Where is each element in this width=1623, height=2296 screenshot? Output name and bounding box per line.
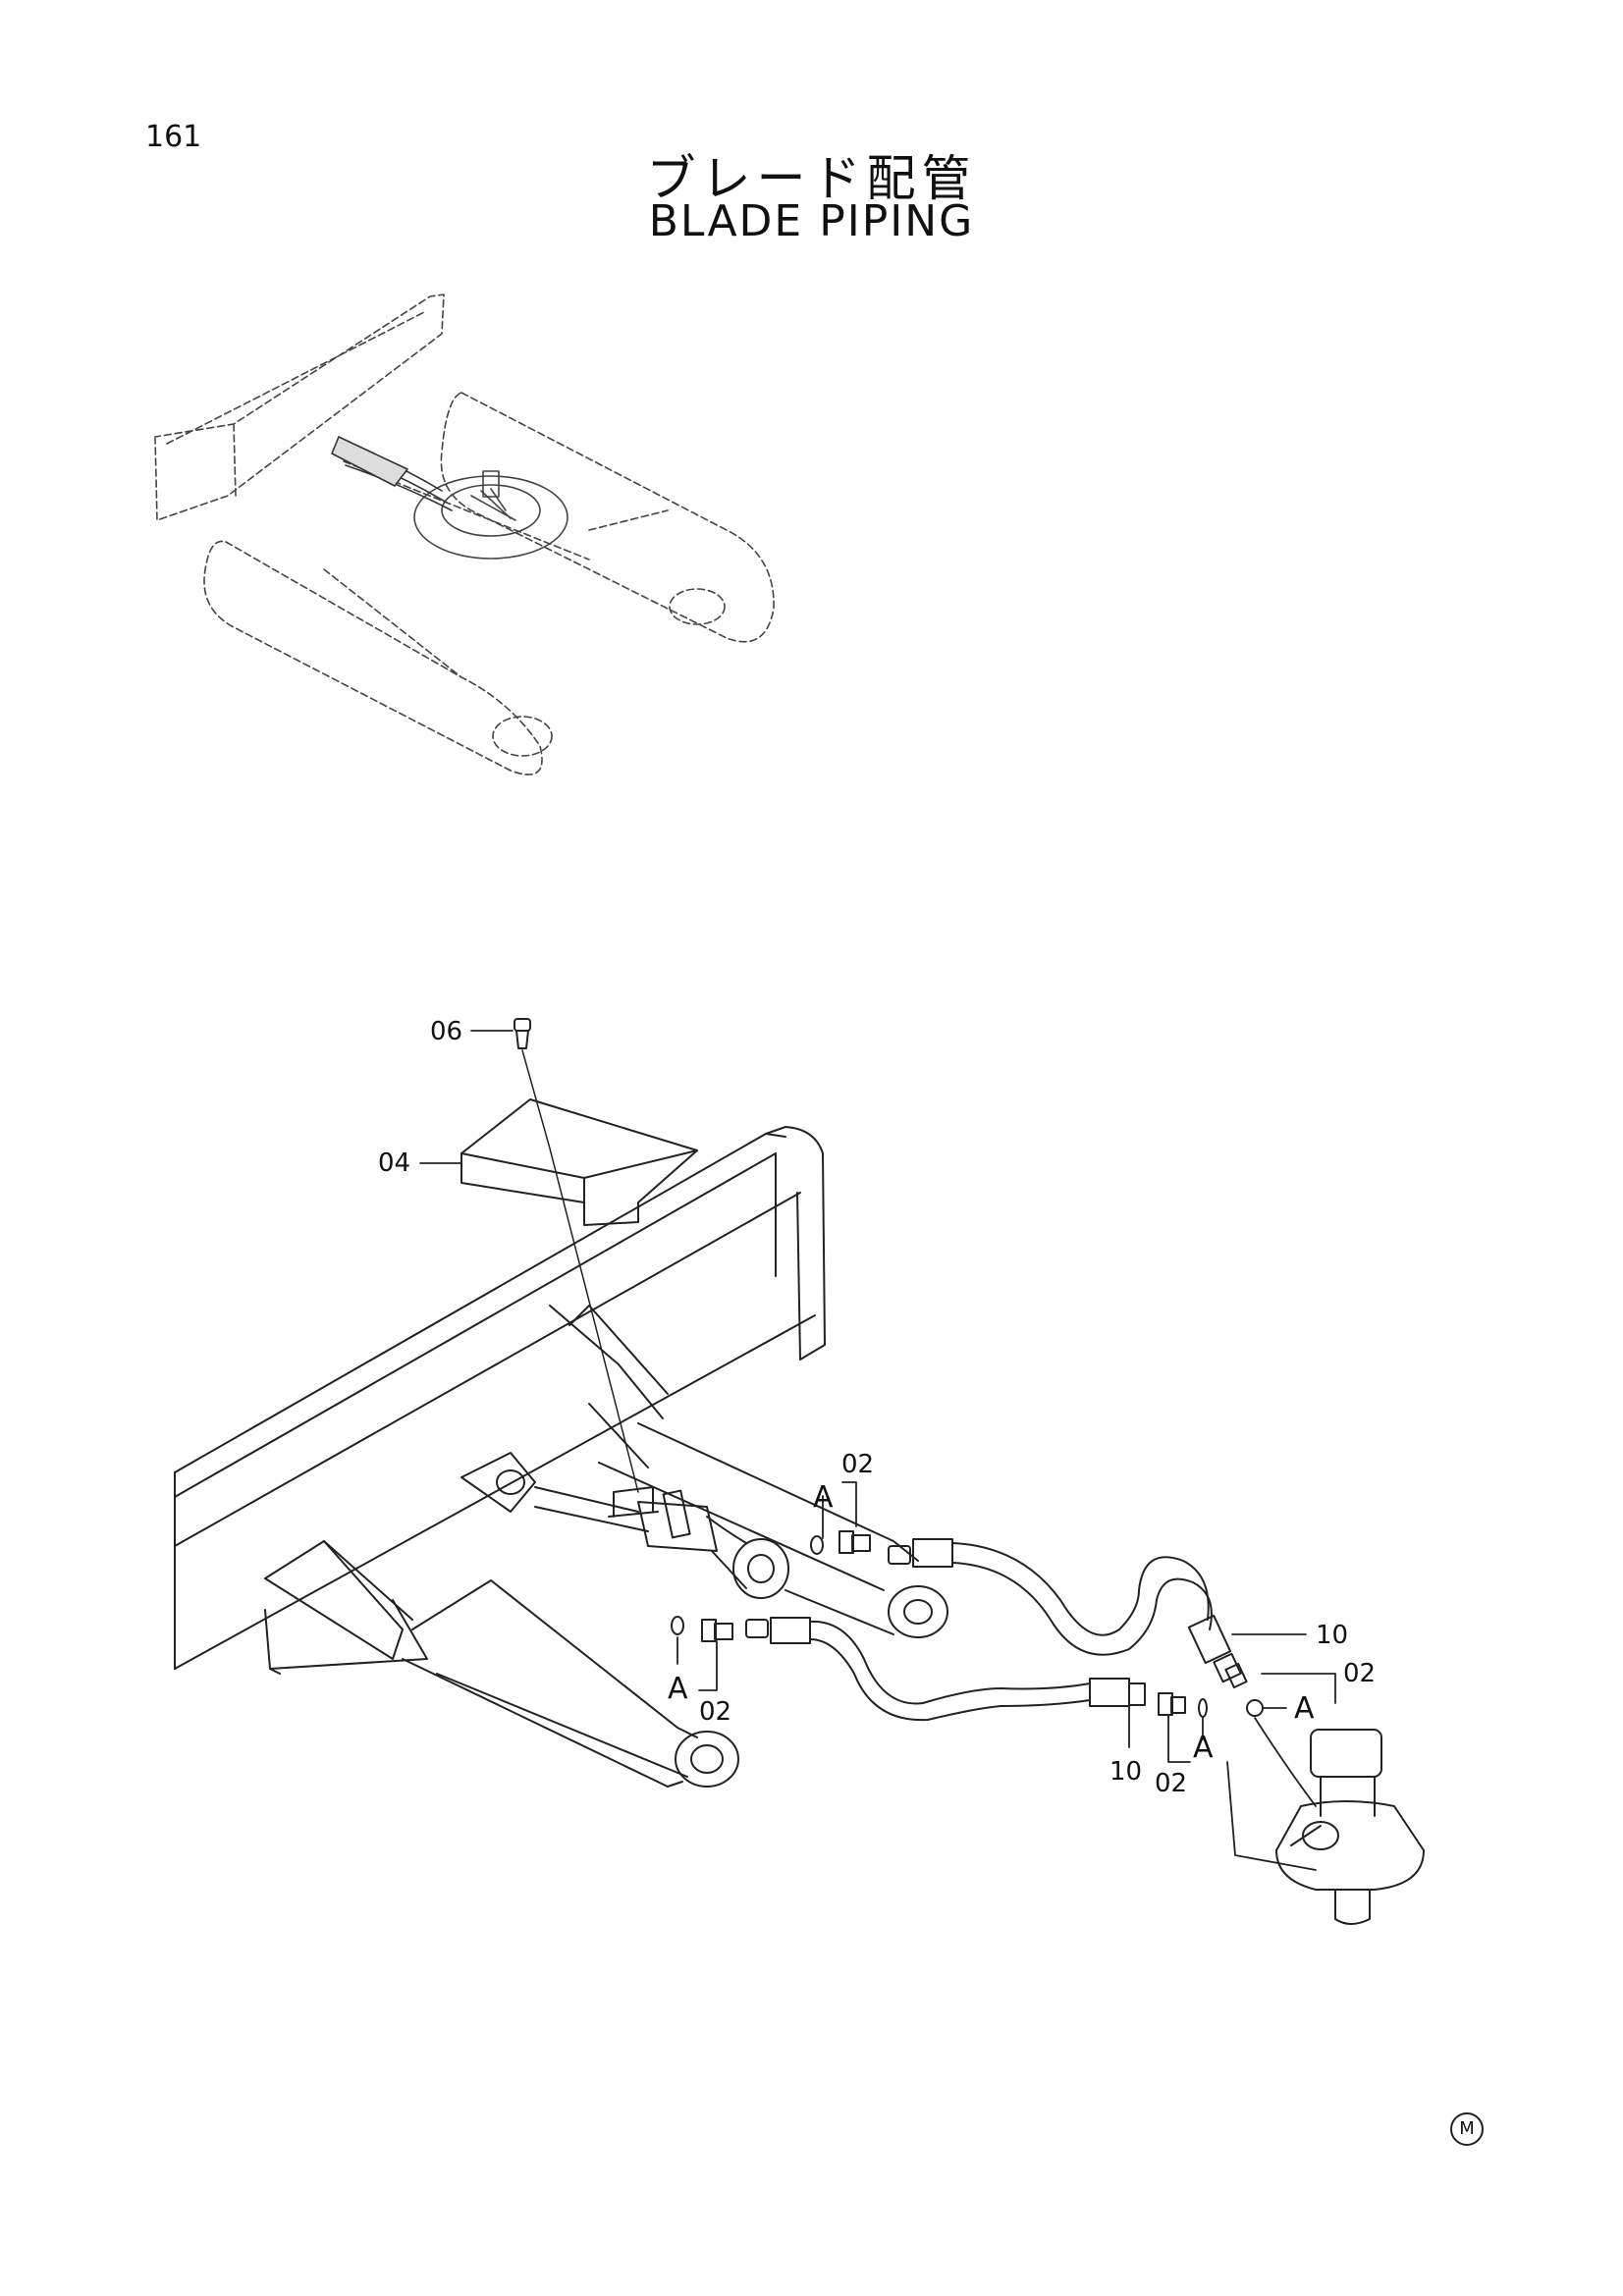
callout-02-top: 02 <box>841 1450 874 1479</box>
maker-mark: M <box>1450 2112 1484 2146</box>
page-number: 161 <box>145 120 202 154</box>
assembly-guide-line <box>521 1049 639 1493</box>
hose-part-lower <box>745 1617 1146 1722</box>
callout-10-right: 10 <box>1316 1621 1348 1650</box>
page-title: BLADE PIPING <box>648 196 975 246</box>
callout-04: 04 <box>378 1148 410 1178</box>
callout-10-bottom: 10 <box>1109 1757 1142 1787</box>
machine-overview-illustration <box>154 294 775 775</box>
oring-label-a-right: A <box>1294 1691 1315 1726</box>
callout-02-bottom: 02 <box>1155 1769 1187 1798</box>
oring-label-a-bottom: A <box>1193 1731 1214 1765</box>
blade-assembly-drawing <box>174 1126 948 1788</box>
callout-leaders <box>419 1030 1336 1871</box>
adapter-fittings <box>671 1530 1264 1718</box>
page-title-japanese: ブレード配管 <box>646 150 977 207</box>
bolt-part <box>514 1018 531 1049</box>
oring-label-a-top: A <box>813 1480 834 1515</box>
hose-part-upper <box>888 1538 1242 1683</box>
center-joint-part <box>1275 1729 1425 1925</box>
callout-02-right: 02 <box>1343 1659 1376 1688</box>
callout-02-left: 02 <box>699 1697 731 1727</box>
callout-06: 06 <box>430 1017 462 1046</box>
oring-label-a-left: A <box>668 1672 688 1706</box>
cover-plate-part <box>460 1098 698 1226</box>
